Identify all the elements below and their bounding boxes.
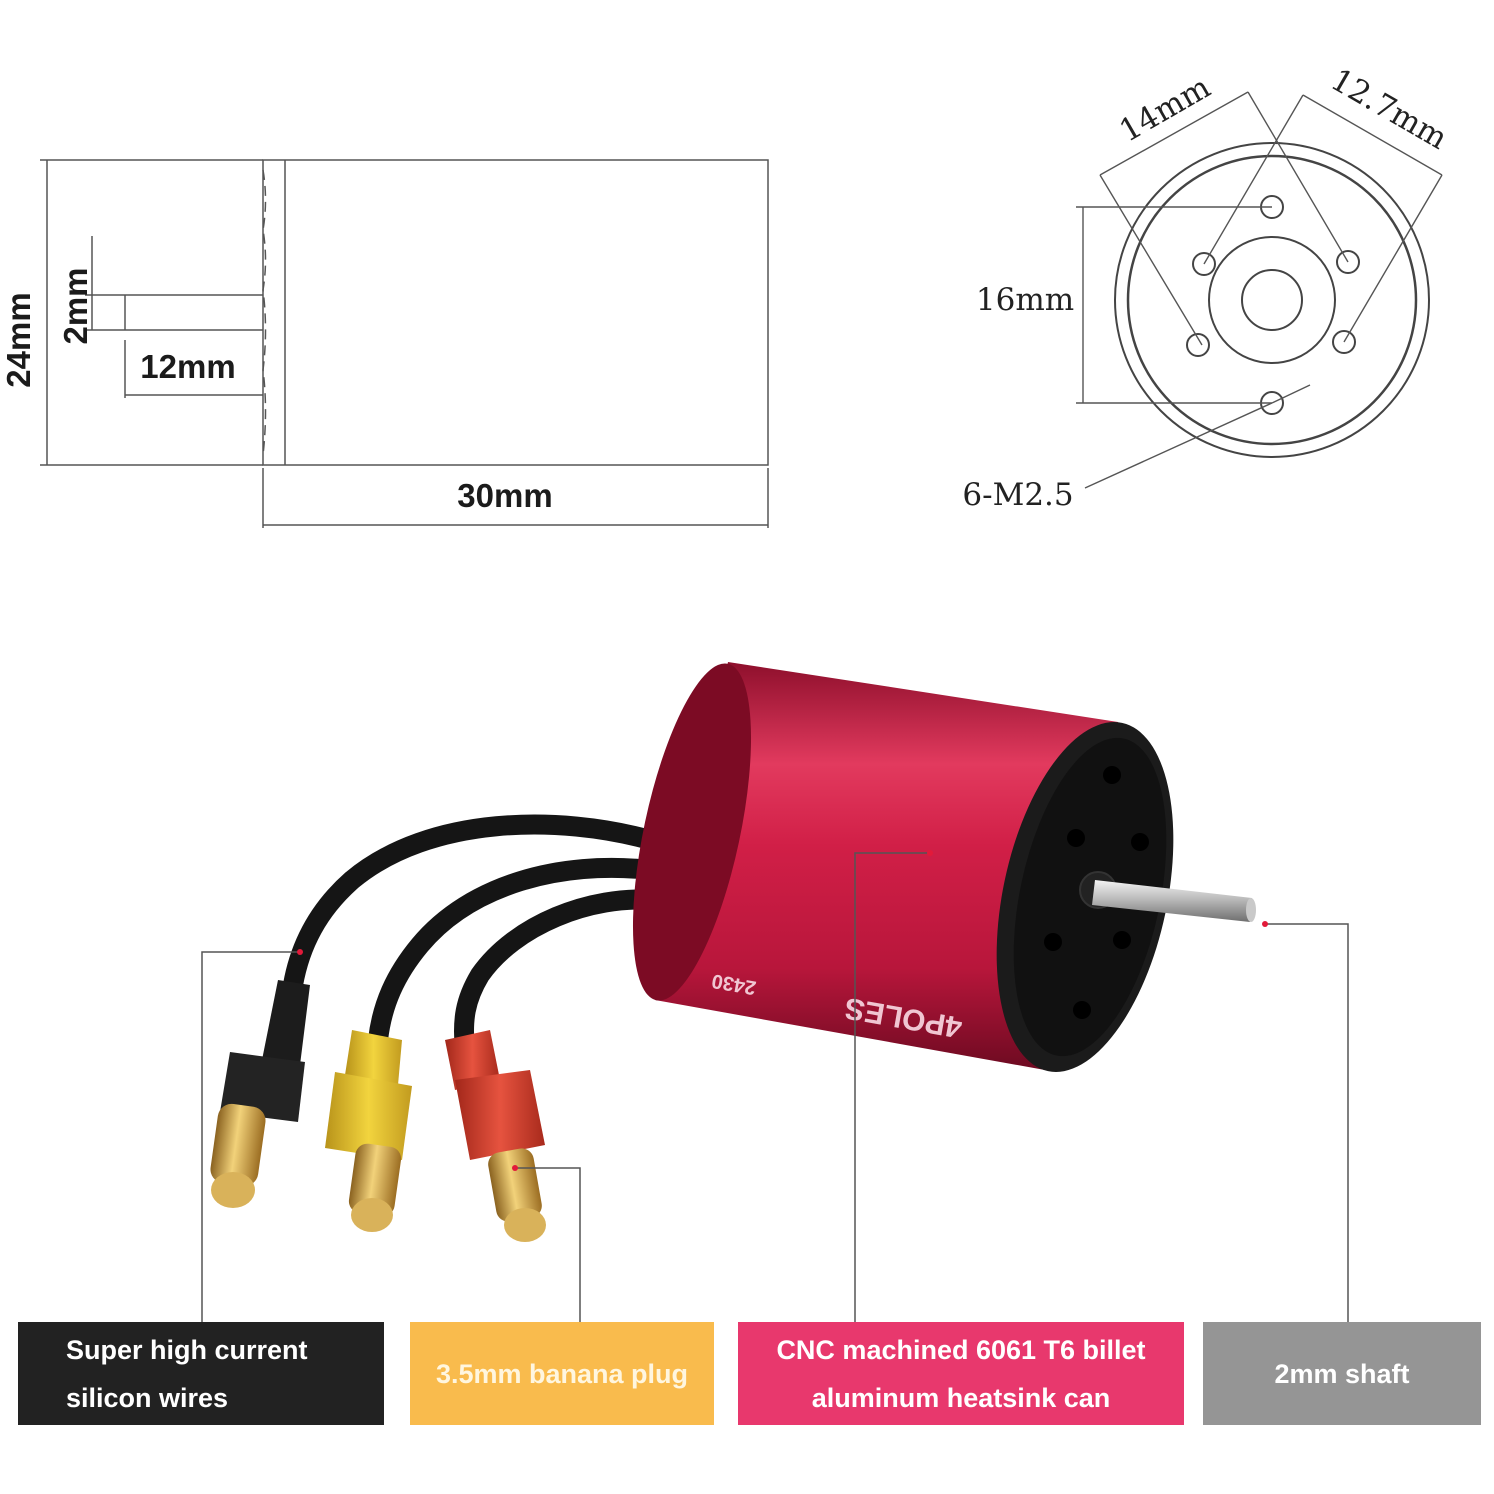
callout-dots xyxy=(297,850,1268,1171)
shaft-leader-line xyxy=(1265,923,1349,1322)
body-length-label: 30mm xyxy=(457,477,552,514)
mount-hole xyxy=(1332,330,1356,354)
hole-spacing-14-label: 14mm xyxy=(1113,69,1216,149)
silicon-wires xyxy=(283,814,665,1060)
callout-lines xyxy=(201,852,1349,1322)
motor-body-outline xyxy=(262,159,769,466)
bearing-hole xyxy=(1241,269,1303,331)
motor-end-cap xyxy=(996,722,1174,1072)
hole-spacing-16-label: 16mm xyxy=(976,282,1074,318)
feature-label-text: 2mm shaft xyxy=(1274,1358,1410,1389)
mount-hole xyxy=(1192,252,1216,276)
wires-leader-line xyxy=(201,951,300,1322)
shaft-diameter-label: 2mm xyxy=(57,267,94,344)
screw-spec-label: 6-M2.5 xyxy=(962,477,1073,513)
feature-label-text: 3.5mm banana plug xyxy=(435,1358,689,1389)
feature-label-banana-plug: 3.5mm banana plug xyxy=(410,1322,714,1425)
end-view-drawing xyxy=(1076,91,1443,489)
hub-ring xyxy=(1208,236,1336,364)
shaft-outline xyxy=(124,294,263,331)
mount-hole xyxy=(1336,250,1360,274)
can-leader-line xyxy=(854,852,930,1322)
yellow-wire-connector xyxy=(325,1030,412,1232)
feature-label-text: silicon wires xyxy=(66,1382,229,1413)
diameter-label: 24mm xyxy=(0,292,37,387)
feature-label-heatsink-can: CNC machined 6061 T6 billet aluminum hea… xyxy=(738,1322,1184,1425)
end-face-inner-ring xyxy=(1126,154,1418,446)
feature-label-text: aluminum heatsink can xyxy=(811,1382,1111,1413)
end-face-outline xyxy=(1114,142,1430,458)
feature-label-silicon-wires: Super high current silicon wires xyxy=(18,1322,384,1425)
feature-label-text: Super high current xyxy=(66,1334,308,1365)
mount-hole xyxy=(1186,333,1210,357)
feature-label-text: CNC machined 6061 T6 billet xyxy=(776,1334,1146,1365)
side-view-drawing xyxy=(40,159,769,528)
feature-label-shaft: 2mm shaft xyxy=(1203,1322,1481,1425)
red-wire-connector xyxy=(445,1030,546,1242)
hole-spacing-12-7-label: 12.7mm xyxy=(1325,62,1454,157)
motor-shaft xyxy=(1092,880,1256,922)
motor-illustration: 4POLES 2430 xyxy=(210,662,1256,1242)
plug-leader-line xyxy=(515,1167,581,1322)
shaft-length-label: 12mm xyxy=(140,348,235,385)
dimension-lines xyxy=(40,159,769,528)
black-wire-connector xyxy=(210,980,310,1208)
